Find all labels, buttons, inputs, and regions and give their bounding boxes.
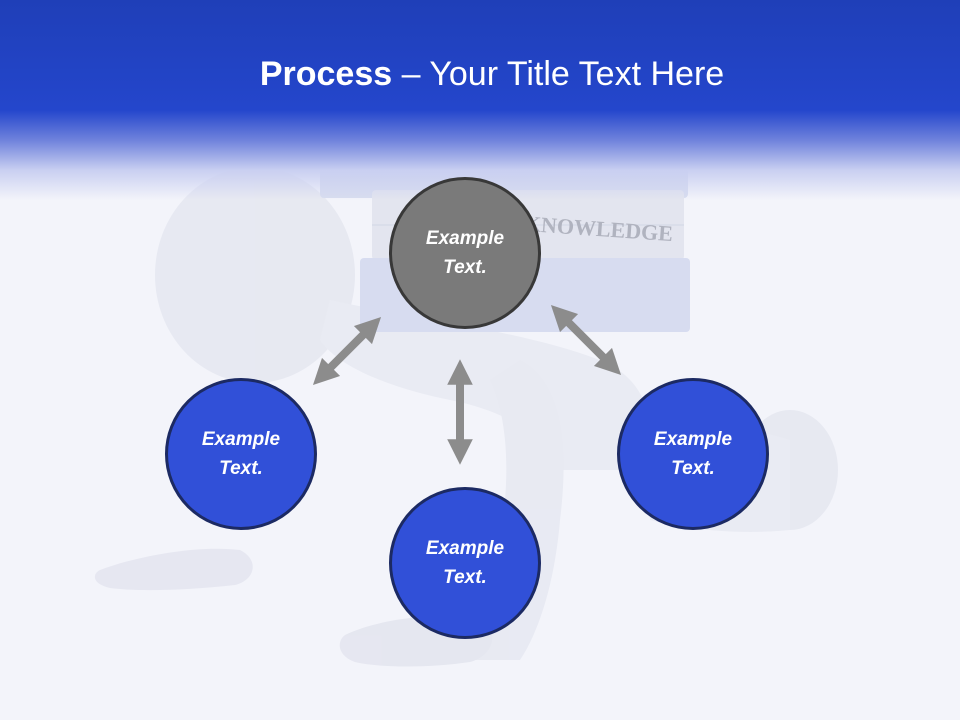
node-left-line2: Text. — [219, 458, 263, 479]
node-top-line2: Text. — [443, 257, 487, 278]
figure-body — [320, 300, 650, 470]
node-right[interactable]: Example Text. — [617, 378, 769, 530]
node-right-line2: Text. — [671, 458, 715, 479]
node-bottom[interactable]: Example Text. — [389, 487, 541, 639]
node-top-line1: Example — [425, 228, 505, 249]
node-left-line1: Example — [201, 429, 281, 450]
node-bottom-line2: Text. — [443, 567, 487, 588]
figure-head — [155, 167, 355, 383]
header-band — [0, 0, 960, 200]
node-left[interactable]: Example Text. — [165, 378, 317, 530]
node-right-line1: Example — [653, 429, 733, 450]
arrow-top-right — [550, 304, 622, 376]
node-bottom-line1: Example — [425, 538, 505, 559]
slide-title[interactable]: Process – Your Title Text Here — [0, 52, 960, 96]
arrow-top-left — [312, 316, 382, 386]
node-top[interactable]: Example Text. — [389, 177, 541, 329]
title-bold-part: Process — [259, 55, 393, 93]
figure-hand-left — [94, 548, 253, 591]
title-rest-part: – Your Title Text Here — [392, 55, 725, 93]
